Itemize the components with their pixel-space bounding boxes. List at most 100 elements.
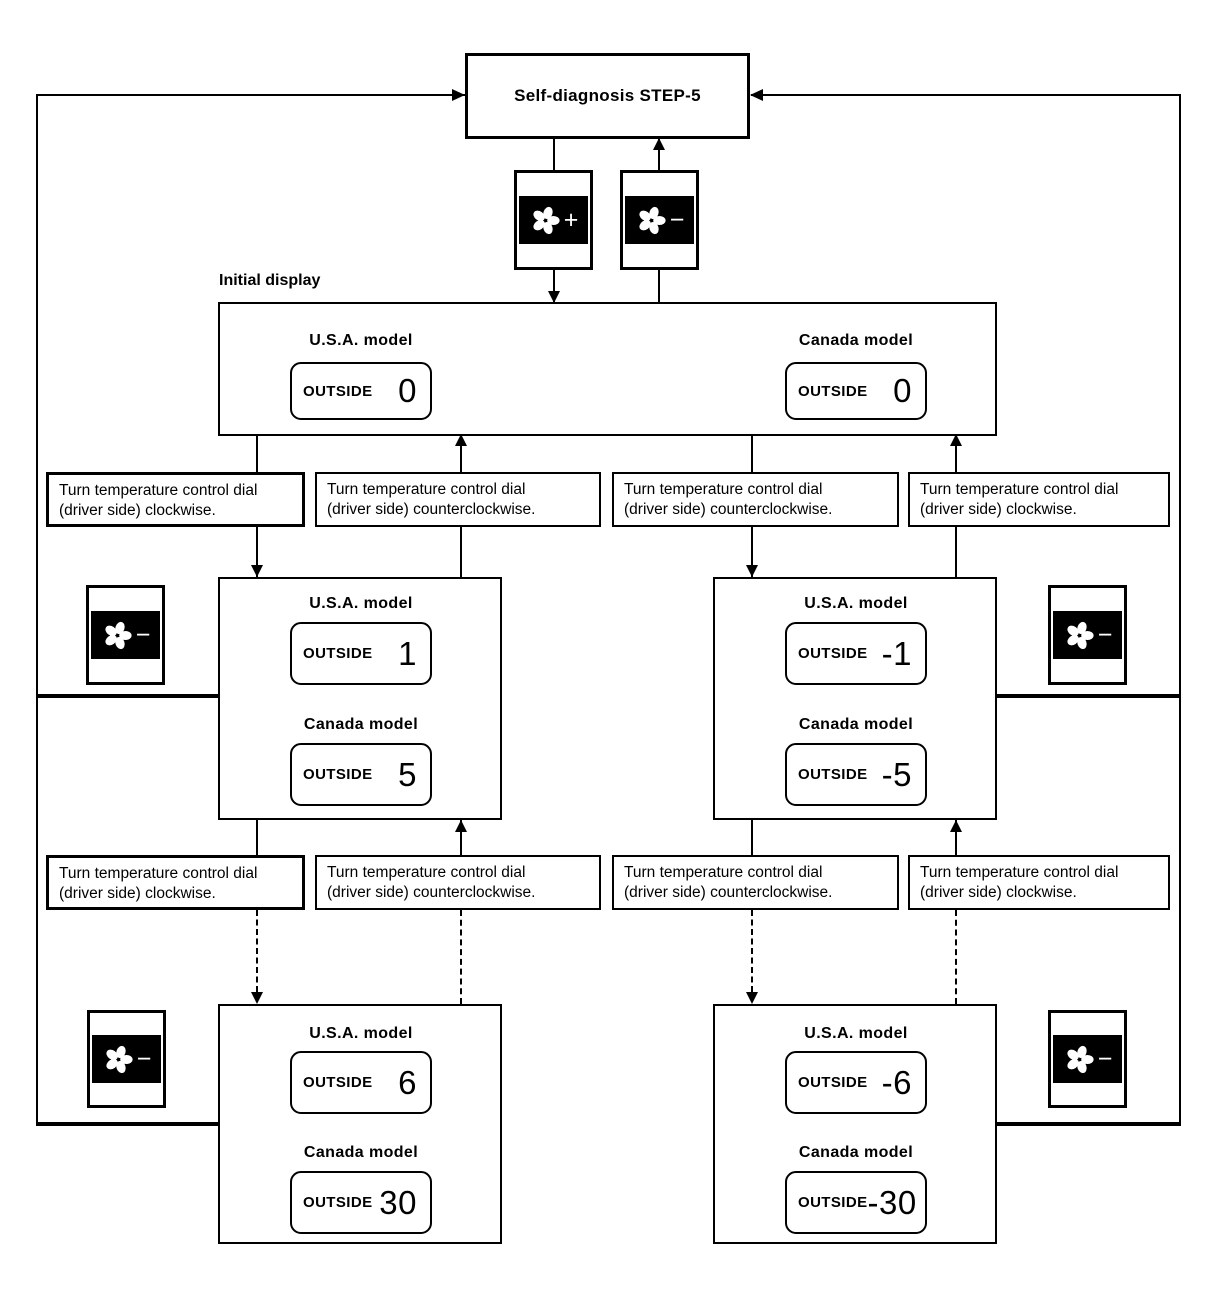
connector-down-right-1 <box>751 434 753 472</box>
outside-label: OUTSIDE <box>303 382 373 400</box>
dashed-up-left <box>460 910 462 1004</box>
canada-outside-display: OUTSIDE -30 <box>785 1171 927 1234</box>
dashed-down-right <box>751 910 753 992</box>
outside-value: -5 <box>881 755 912 793</box>
panel-bottom-left: U.S.A. model OUTSIDE 6 Canada model OUTS… <box>218 1004 502 1244</box>
panel-mid-right: U.S.A. model OUTSIDE -1 Canada model OUT… <box>713 577 997 820</box>
fan-minus-button-mid-right: − <box>1048 585 1127 685</box>
fan-minus-button-bottom-left: − <box>87 1010 166 1108</box>
connector-down-left-1 <box>256 434 258 472</box>
minus-sign: − <box>1097 620 1113 649</box>
instruction-line: (driver side) clockwise. <box>920 501 1077 518</box>
usa-outside-display: OUTSIDE 0 <box>290 362 432 420</box>
usa-model-label: U.S.A. model <box>309 332 413 349</box>
rail-left <box>36 94 38 1126</box>
arrow-into-mid-left <box>251 565 263 577</box>
arrow-into-bottom-right <box>746 992 758 1004</box>
usa-model-label: U.S.A. model <box>309 595 413 612</box>
connector-up-right-1 <box>955 434 957 472</box>
rail-top-right <box>751 94 1181 96</box>
instruction-line: Turn temperature control dial <box>327 864 526 881</box>
branch-mid-right <box>997 694 1181 698</box>
instruction-line: (driver side) counterclockwise. <box>327 501 536 518</box>
usa-model-label: U.S.A. model <box>804 595 908 612</box>
instruction-line: (driver side) counterclockwise. <box>624 884 833 901</box>
instruction-line: Turn temperature control dial <box>327 481 526 498</box>
instruction-line: (driver side) clockwise. <box>920 884 1077 901</box>
fan-minus-face: − <box>1053 611 1122 659</box>
connector-down-right-2 <box>751 527 753 577</box>
outside-value: -1 <box>881 634 912 672</box>
canada-model-label: Canada model <box>798 1144 914 1161</box>
canada-model-label: Canada model <box>303 716 419 733</box>
outside-value: -30 <box>867 1183 917 1221</box>
panel-bottom-right: U.S.A. model OUTSIDE -6 Canada model OUT… <box>713 1004 997 1244</box>
panel-initial-display: U.S.A. model OUTSIDE 0 Canada model OUTS… <box>218 302 997 436</box>
canada-model-label: Canada model <box>798 332 914 349</box>
connector-up-left-3 <box>460 820 462 855</box>
initial-display-caption: Initial display <box>219 272 321 289</box>
connector-up-left-1 <box>460 434 462 472</box>
connector-up-left-2 <box>460 527 462 577</box>
instruction-cw-left-1: Turn temperature control dial (driver si… <box>46 472 305 527</box>
usa-outside-display: OUTSIDE 1 <box>290 622 432 685</box>
usa-outside-display: OUTSIDE -6 <box>785 1051 927 1114</box>
instruction-line: (driver side) counterclockwise. <box>624 501 833 518</box>
outside-label: OUTSIDE <box>798 766 868 783</box>
connector-fanminus-title <box>658 137 660 170</box>
outside-label: OUTSIDE <box>798 1194 868 1211</box>
instruction-ccw-left-1: Turn temperature control dial (driver si… <box>315 472 601 527</box>
arrow-up-initial-left <box>455 434 467 446</box>
outside-label: OUTSIDE <box>798 1074 868 1091</box>
fan-minus-button-mid-left: − <box>86 585 165 685</box>
outside-value: 1 <box>398 634 417 672</box>
title-box: Self-diagnosis STEP-5 <box>465 53 750 139</box>
instruction-line: Turn temperature control dial <box>59 482 258 499</box>
outside-label: OUTSIDE <box>798 645 868 662</box>
fan-icon <box>105 621 132 649</box>
plus-sign: + <box>563 205 579 234</box>
connector-up-right-2 <box>955 527 957 577</box>
minus-sign: − <box>669 205 685 234</box>
canada-outside-display: OUTSIDE 0 <box>785 362 927 420</box>
arrow-up-mid-left <box>455 820 467 832</box>
arrow-into-title-right <box>750 89 763 101</box>
fan-minus-face: − <box>92 1035 161 1083</box>
instruction-line: Turn temperature control dial <box>624 481 823 498</box>
instruction-line: (driver side) clockwise. <box>59 502 216 519</box>
panel-mid-left: U.S.A. model OUTSIDE 1 Canada model OUTS… <box>218 577 502 820</box>
outside-label: OUTSIDE <box>303 1194 373 1211</box>
outside-value: 6 <box>398 1063 417 1101</box>
arrow-into-bottom-left <box>251 992 263 1004</box>
instruction-line: Turn temperature control dial <box>624 864 823 881</box>
arrow-into-title-left <box>452 89 465 101</box>
branch-mid-left <box>36 694 218 698</box>
fan-plus-face: + <box>519 196 588 244</box>
branch-bottom-right <box>997 1122 1181 1126</box>
instruction-ccw-right-2: Turn temperature control dial (driver si… <box>612 855 899 910</box>
fan-minus-button-bottom-right: − <box>1048 1010 1127 1108</box>
outside-value: 0 <box>398 372 417 409</box>
fan-icon <box>533 206 560 234</box>
instruction-line: Turn temperature control dial <box>920 481 1119 498</box>
connector-down-right-3 <box>751 820 753 855</box>
instruction-line: (driver side) counterclockwise. <box>327 884 536 901</box>
canada-model-label: Canada model <box>798 716 914 733</box>
outside-label: OUTSIDE <box>303 645 373 662</box>
fan-minus-face: − <box>1053 1035 1122 1083</box>
minus-sign: − <box>135 620 151 649</box>
instruction-cw-right-1: Turn temperature control dial (driver si… <box>908 472 1170 527</box>
usa-outside-display: OUTSIDE -1 <box>785 622 927 685</box>
fan-plus-button: + <box>514 170 593 270</box>
instruction-ccw-right-1: Turn temperature control dial (driver si… <box>612 472 899 527</box>
outside-value: -6 <box>881 1063 912 1101</box>
connector-up-right-3 <box>955 820 957 855</box>
usa-model-label: U.S.A. model <box>804 1025 908 1042</box>
page-title: Self-diagnosis STEP-5 <box>514 86 701 105</box>
fan-icon <box>1067 1045 1094 1073</box>
connector-fanplus-initial <box>553 268 555 303</box>
instruction-cw-right-2: Turn temperature control dial (driver si… <box>908 855 1170 910</box>
outside-value: 30 <box>379 1183 417 1221</box>
connector-down-left-3 <box>256 820 258 855</box>
